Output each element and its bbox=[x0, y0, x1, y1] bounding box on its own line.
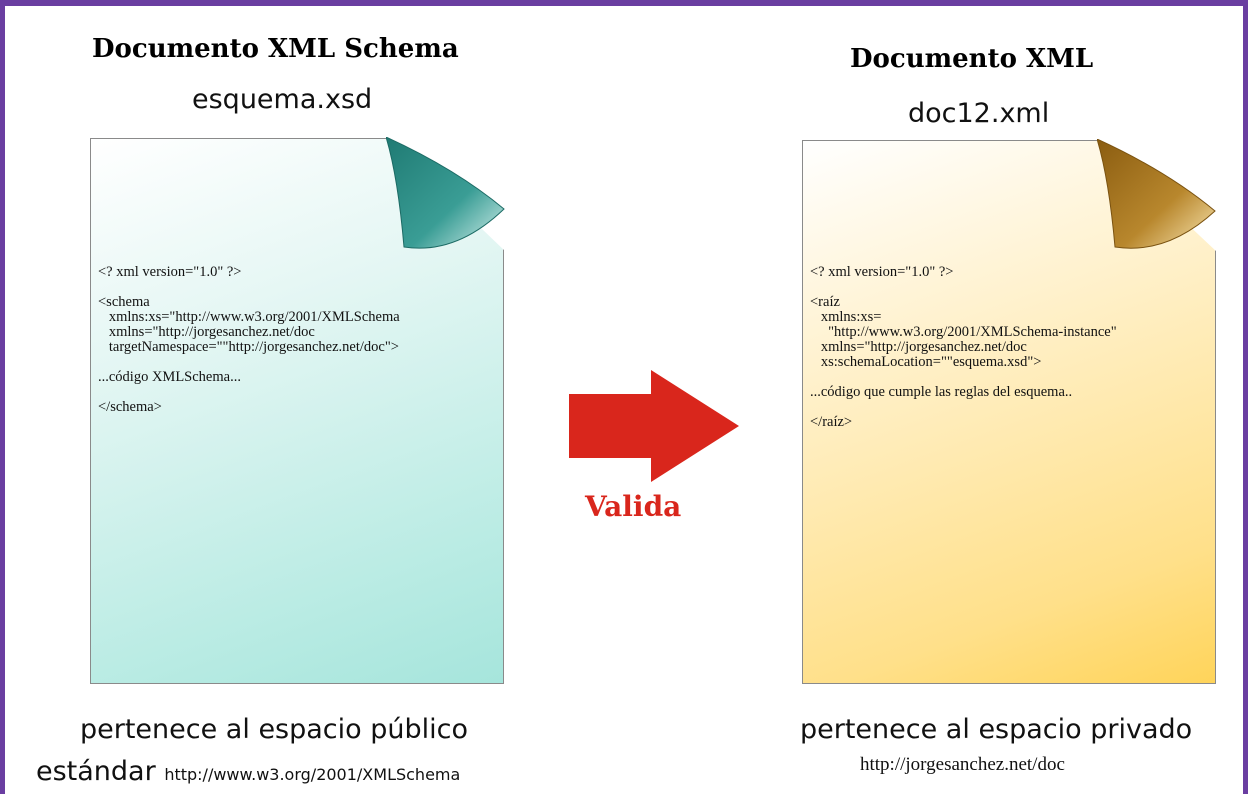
left-page-curl-icon bbox=[386, 137, 506, 252]
left-caption-standard: estándar bbox=[36, 756, 156, 787]
left-caption-line2: estándar http://www.w3.org/2001/XMLSchem… bbox=[36, 756, 460, 787]
right-caption-line1: pertenece al espacio privado bbox=[800, 714, 1193, 745]
right-filename: doc12.xml bbox=[908, 98, 1050, 129]
valida-label: Valida bbox=[585, 490, 682, 523]
right-arrow-icon bbox=[569, 370, 739, 482]
left-title: Documento XML Schema bbox=[92, 34, 459, 64]
left-filename: esquema.xsd bbox=[192, 84, 373, 115]
right-title: Documento XML bbox=[850, 44, 1094, 74]
left-caption-url: http://www.w3.org/2001/XMLSchema bbox=[164, 765, 461, 784]
right-page-curl-icon bbox=[1097, 139, 1217, 252]
schema-code: <? xml version="1.0" ?> <schema xmlns:xs… bbox=[98, 264, 400, 415]
xml-code: <? xml version="1.0" ?> <raíz xmlns:xs= … bbox=[810, 264, 1117, 430]
right-caption-url: http://jorgesanchez.net/doc bbox=[860, 754, 1065, 775]
left-caption-line1: pertenece al espacio público bbox=[80, 714, 469, 745]
